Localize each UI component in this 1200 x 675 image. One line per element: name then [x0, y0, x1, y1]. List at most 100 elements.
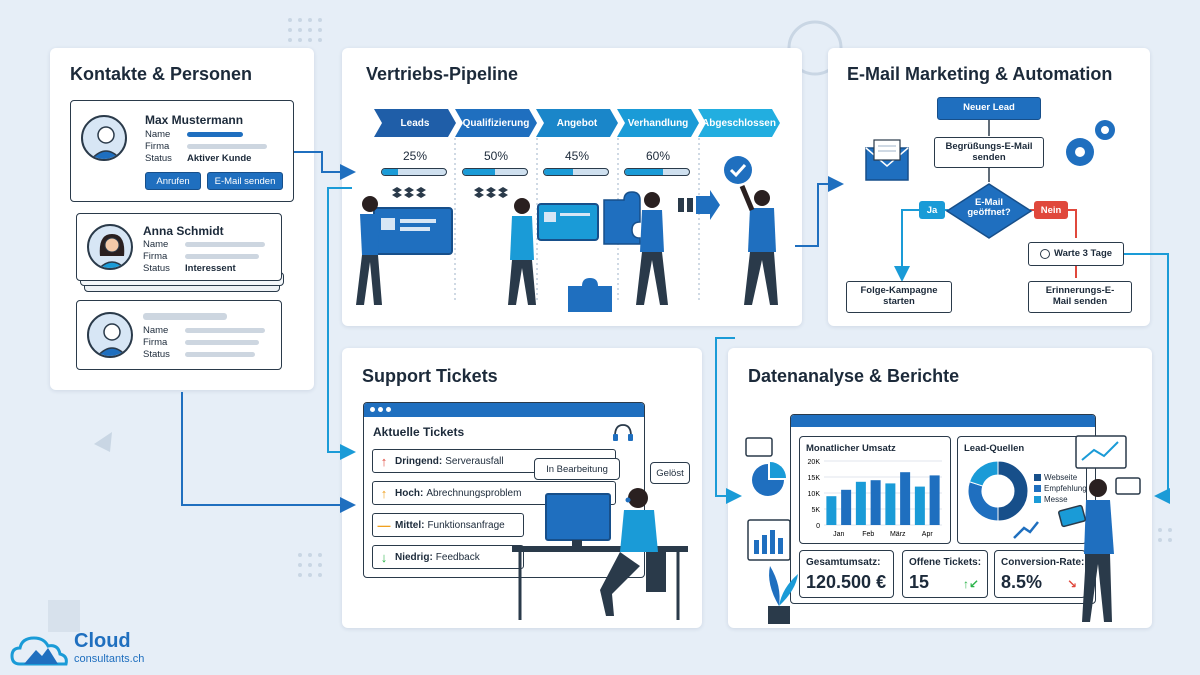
- ticket-priority: Niedrig:: [395, 551, 433, 563]
- firma-bar: [185, 254, 259, 259]
- ticket-row[interactable]: — Mittel:Funktionsanfrage: [372, 513, 524, 537]
- lead-sources-title: Lead-Quellen: [964, 443, 1025, 454]
- kpi-value: 120.500 €: [806, 572, 887, 592]
- wait-label: Warte 3 Tage: [1053, 247, 1113, 259]
- stage-progress-bar: [381, 168, 447, 176]
- name-placeholder-bar: [143, 313, 227, 320]
- arrow-down-icon: ↓: [380, 549, 388, 565]
- bar: [826, 496, 837, 525]
- ticket-row[interactable]: ↑Hoch:Abrechnungsproblem: [372, 481, 616, 505]
- dash-icon: —: [377, 517, 391, 533]
- name-bar: [187, 132, 243, 137]
- trend-icon: ↑↙: [962, 577, 979, 591]
- contact-card-1[interactable]: Max Mustermann Name Firma Status Aktiver…: [70, 100, 294, 202]
- stage-progress-bar: [462, 168, 528, 176]
- stage-3[interactable]: Angebot: [536, 109, 618, 137]
- contact-card-3[interactable]: Name Firma Status: [76, 300, 282, 370]
- stage-4[interactable]: Verhandlung: [617, 109, 699, 137]
- status-bar: [185, 352, 255, 357]
- new-lead-node[interactable]: Neuer Lead: [937, 97, 1041, 120]
- y-tick-label: 10K: [808, 491, 821, 498]
- kpi-card: Offene Tickets:15↑↙: [902, 550, 988, 598]
- yes-tag: Ja: [919, 201, 945, 219]
- brand-name: Cloud: [74, 630, 131, 652]
- contact-card-2[interactable]: Anna Schmidt Name Firma Status Interesse…: [76, 213, 282, 281]
- follow-up-node[interactable]: Folge-Kampagne starten: [846, 281, 952, 313]
- arrow-up-icon: ↑: [380, 453, 388, 469]
- bar: [900, 472, 911, 525]
- y-tick-label: 5K: [811, 507, 820, 514]
- stage-percent: 25%: [402, 149, 428, 163]
- stage-1[interactable]: Leads: [374, 109, 456, 137]
- stage-2[interactable]: Qualifizierung: [455, 109, 537, 137]
- welcome-email-node[interactable]: Begrüßungs-E-Mail senden: [934, 137, 1044, 168]
- ticket-row[interactable]: ↓Niedrig:Feedback: [372, 545, 524, 569]
- lead-sources-donut: [967, 460, 1029, 522]
- cloud-logo-icon: [10, 636, 68, 666]
- x-tick-label: Apr: [922, 531, 934, 538]
- ticket-text: Funktionsanfrage: [427, 519, 505, 531]
- contact-name: Anna Schmidt: [143, 224, 224, 238]
- kpi-value: 15: [909, 572, 930, 592]
- field-label-status: Status: [143, 349, 170, 360]
- revenue-chart-title: Monatlicher Umsatz: [806, 443, 896, 454]
- window-titlebar: [364, 403, 644, 417]
- stage-percent: 60%: [645, 149, 671, 163]
- x-tick-label: März: [890, 531, 906, 538]
- clock-icon: [1039, 249, 1050, 259]
- pipeline-panel: [342, 48, 802, 326]
- ticket-list-title: Aktuelle Tickets: [373, 425, 465, 439]
- ticket-priority: Dringend:: [395, 455, 443, 467]
- ticket-priority: Hoch:: [395, 487, 424, 499]
- analytics-title: Datenanalyse & Berichte: [748, 366, 960, 386]
- field-label-name: Name: [143, 239, 169, 250]
- status-value: Interessent: [185, 263, 236, 274]
- avatar: [81, 115, 127, 161]
- field-label-firma: Firma: [145, 141, 170, 152]
- name-bar: [185, 328, 265, 333]
- pipeline-title: Vertriebs-Pipeline: [366, 64, 519, 84]
- decision-node-label: E-Mail geöffnet?: [967, 197, 1011, 219]
- stage-progress-bar: [543, 168, 609, 176]
- ticket-priority: Mittel:: [395, 519, 425, 531]
- ticket-text: Abrechnungsproblem: [426, 487, 522, 499]
- wait-node[interactable]: Warte 3 Tage: [1028, 242, 1124, 266]
- stage-percent: 45%: [564, 149, 590, 163]
- contact-name: Max Mustermann: [145, 113, 244, 127]
- bar: [870, 480, 881, 525]
- stage-5[interactable]: Abgeschlossen: [698, 109, 780, 137]
- donut-slice: [968, 460, 999, 487]
- bar: [885, 483, 896, 525]
- in-progress-bubble: In Bearbeitung: [534, 458, 620, 480]
- trend-icon: ↘: [1066, 577, 1077, 591]
- reminder-node[interactable]: Erinnerungs-E-Mail senden: [1028, 281, 1132, 313]
- firma-bar: [185, 340, 259, 345]
- name-bar: [185, 242, 265, 247]
- donut-slice: [997, 460, 1029, 522]
- legend-item: Messe: [1034, 495, 1068, 504]
- field-label-status: Status: [143, 263, 170, 274]
- legend-item: Webseite: [1034, 473, 1077, 482]
- x-tick-label: Jan: [833, 531, 844, 538]
- call-button[interactable]: Anrufen: [145, 172, 201, 190]
- send-email-button[interactable]: E-Mail senden: [207, 172, 283, 190]
- kpi-label: Conversion-Rate:: [1001, 557, 1085, 568]
- avatar: [87, 312, 133, 358]
- headset-icon: [613, 424, 633, 441]
- kpi-value: 8.5%: [1001, 572, 1043, 592]
- stage-percent: 50%: [483, 149, 509, 163]
- support-title: Support Tickets: [362, 366, 498, 386]
- brand-sub: consultants.ch: [74, 653, 145, 665]
- y-tick-label: 0: [816, 523, 820, 530]
- bar: [855, 481, 866, 525]
- contacts-title: Kontakte & Personen: [70, 64, 253, 84]
- avatar: [87, 224, 133, 270]
- donut-slice: [967, 481, 999, 522]
- bar: [914, 486, 925, 525]
- email-title: E-Mail Marketing & Automation: [847, 64, 1113, 84]
- bar: [929, 475, 940, 525]
- kpi-card: Gesamtumsatz:120.500 €: [799, 550, 894, 598]
